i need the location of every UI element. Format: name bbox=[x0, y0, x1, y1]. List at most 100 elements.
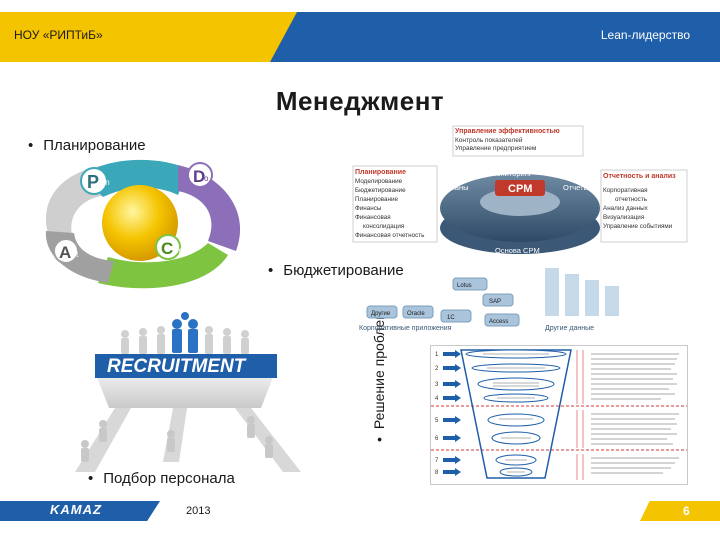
funnel-arrow-icon bbox=[443, 456, 461, 464]
funnel-step-number: 8 bbox=[435, 470, 439, 476]
pdca-plan-label: P lan bbox=[80, 167, 110, 195]
cpm-left-box bbox=[352, 165, 438, 243]
organization-name: НОУ «РИПТиБ» bbox=[14, 28, 103, 42]
page-title: Менеджмент bbox=[275, 86, 445, 116]
pdca-cycle-diagram: P lan D o C heck A ct bbox=[45, 159, 241, 289]
cpm-top-box bbox=[452, 125, 584, 157]
svg-text:lan: lan bbox=[99, 178, 110, 187]
cpm-source-label: SAP bbox=[489, 299, 501, 305]
cpm-right-item: отчетность bbox=[615, 196, 648, 203]
header-bar: НОУ «РИПТиБ» Lean-лидерство bbox=[0, 0, 720, 66]
footer-yellow-band bbox=[640, 501, 720, 521]
funnel-step-number: 7 bbox=[435, 458, 439, 464]
cpm-source-label: Lotus bbox=[457, 283, 472, 289]
svg-text:P: P bbox=[87, 172, 99, 192]
cpm-data-pillar bbox=[545, 268, 559, 316]
cpm-data-pillar bbox=[565, 274, 579, 316]
footer-year: 2013 bbox=[186, 505, 211, 517]
cpm-right-box bbox=[600, 169, 688, 243]
cpm-source-cylinder bbox=[482, 293, 514, 307]
funnel-step-oval bbox=[487, 413, 545, 427]
svg-text:heck: heck bbox=[174, 246, 192, 255]
funnel-arrow-icon bbox=[443, 416, 461, 424]
svg-text:D: D bbox=[193, 167, 205, 186]
people-group bbox=[121, 326, 249, 354]
funnel-notes bbox=[591, 353, 679, 474]
cpm-left-item: Финансовая bbox=[355, 214, 391, 221]
pdca-do-segment bbox=[178, 165, 241, 251]
funnel-step-number: 6 bbox=[435, 436, 439, 442]
cpm-center-label: CPM bbox=[508, 183, 532, 195]
pdca-plan-segment bbox=[83, 159, 188, 197]
cpm-source-cylinder bbox=[366, 305, 398, 319]
recruitment-banner bbox=[95, 354, 277, 378]
cpm-source-label: 1C bbox=[447, 315, 455, 321]
page-number: 6 bbox=[683, 504, 690, 518]
funnel-step-number: 4 bbox=[435, 396, 439, 402]
funnel-arrow-icon bbox=[443, 434, 461, 442]
recruitment-illustration: RECRUITMENT bbox=[75, 312, 301, 472]
footer-blue-band bbox=[0, 501, 160, 521]
selected-people bbox=[172, 312, 198, 353]
cpm-plans-label: Планы bbox=[445, 183, 468, 192]
funnel-arrow-icon bbox=[443, 364, 461, 372]
cpm-left-item: Финансы bbox=[355, 205, 382, 212]
cpm-source-label: Oracle bbox=[407, 311, 425, 317]
funnel-step-oval bbox=[477, 377, 555, 391]
cpm-left-item: Планирование bbox=[355, 196, 398, 203]
cpm-left-item: консолидация bbox=[363, 223, 404, 230]
pdca-check-segment bbox=[98, 243, 228, 289]
climbing-people bbox=[81, 416, 273, 462]
bullet-recruitment: Подбор персонала bbox=[88, 470, 235, 487]
cpm-reports-label: Отчеты bbox=[563, 183, 589, 192]
funnel-arrow-icon bbox=[443, 468, 461, 476]
cpm-right-item: Корпоративная bbox=[603, 187, 648, 194]
funnel-step-number: 1 bbox=[435, 352, 439, 358]
funnel-step-number: 3 bbox=[435, 382, 439, 388]
cpm-bottom-right-label: Другие данные bbox=[545, 325, 594, 332]
svg-text:o: o bbox=[204, 174, 209, 183]
cpm-left-item: Моделирование bbox=[355, 178, 403, 185]
cpm-left-title: Планирование bbox=[355, 169, 406, 176]
pdca-check-label: C heck bbox=[155, 234, 192, 260]
funnel-arrow-icon bbox=[443, 350, 461, 358]
bullet-budgeting: Бюджетирование bbox=[268, 262, 403, 279]
cpm-left-item: Финансовая отчетность bbox=[355, 232, 425, 239]
svg-text:C: C bbox=[161, 239, 173, 258]
cpm-top-title: Управление эффективностью bbox=[455, 128, 560, 135]
funnel-arrow-icon bbox=[443, 394, 461, 402]
funnel-step-number: 5 bbox=[435, 418, 439, 424]
cpm-top-item: Контроль показателей bbox=[455, 136, 523, 144]
cpm-source-cylinder bbox=[484, 313, 520, 327]
cpm-source-label: Access bbox=[489, 319, 508, 325]
pdca-act-label: A ct bbox=[53, 238, 79, 264]
cpm-architecture-diagram: Управление эффективностью Контроль показ… bbox=[352, 125, 688, 332]
pdca-do-label: D o bbox=[187, 162, 213, 188]
bullet-planning: Планирование bbox=[28, 137, 145, 154]
funnel-arrow-icon bbox=[443, 380, 461, 388]
funnel-svg: 1 2 3 4 5 6 7 8 bbox=[431, 349, 687, 480]
middle-stairs bbox=[163, 408, 187, 462]
cpm-source-label: Другие bbox=[371, 311, 391, 317]
header-yellow-band bbox=[0, 12, 300, 62]
kamaz-logo: KAMAZ bbox=[50, 502, 102, 517]
cpm-base-label: Основа CPM bbox=[495, 246, 540, 255]
header-top-strip bbox=[0, 0, 720, 12]
cpm-top-item: Управление предприятием bbox=[455, 145, 537, 152]
cpm-right-item: Анализ данных bbox=[603, 205, 649, 212]
funnel-step-number: 2 bbox=[435, 366, 439, 372]
cpm-left-item: Бюджетирование bbox=[355, 187, 406, 194]
podium-body bbox=[95, 372, 275, 408]
cpm-data-pillar bbox=[585, 280, 599, 316]
cpm-right-item: Визуализация bbox=[603, 214, 644, 221]
cpm-center-badge bbox=[495, 180, 545, 196]
svg-text:ct: ct bbox=[72, 250, 79, 259]
svg-text:A: A bbox=[59, 243, 71, 262]
cpm-source-cylinder bbox=[452, 277, 488, 291]
cpm-data-pillar bbox=[605, 286, 619, 316]
cpm-right-item: Управление событиями bbox=[603, 222, 673, 230]
cpm-bottom-left-label: Корпоративные приложения bbox=[359, 325, 452, 332]
header-blue-band bbox=[270, 12, 720, 62]
cpm-source-cylinder bbox=[440, 309, 472, 323]
cpm-source-cylinder bbox=[402, 305, 434, 319]
